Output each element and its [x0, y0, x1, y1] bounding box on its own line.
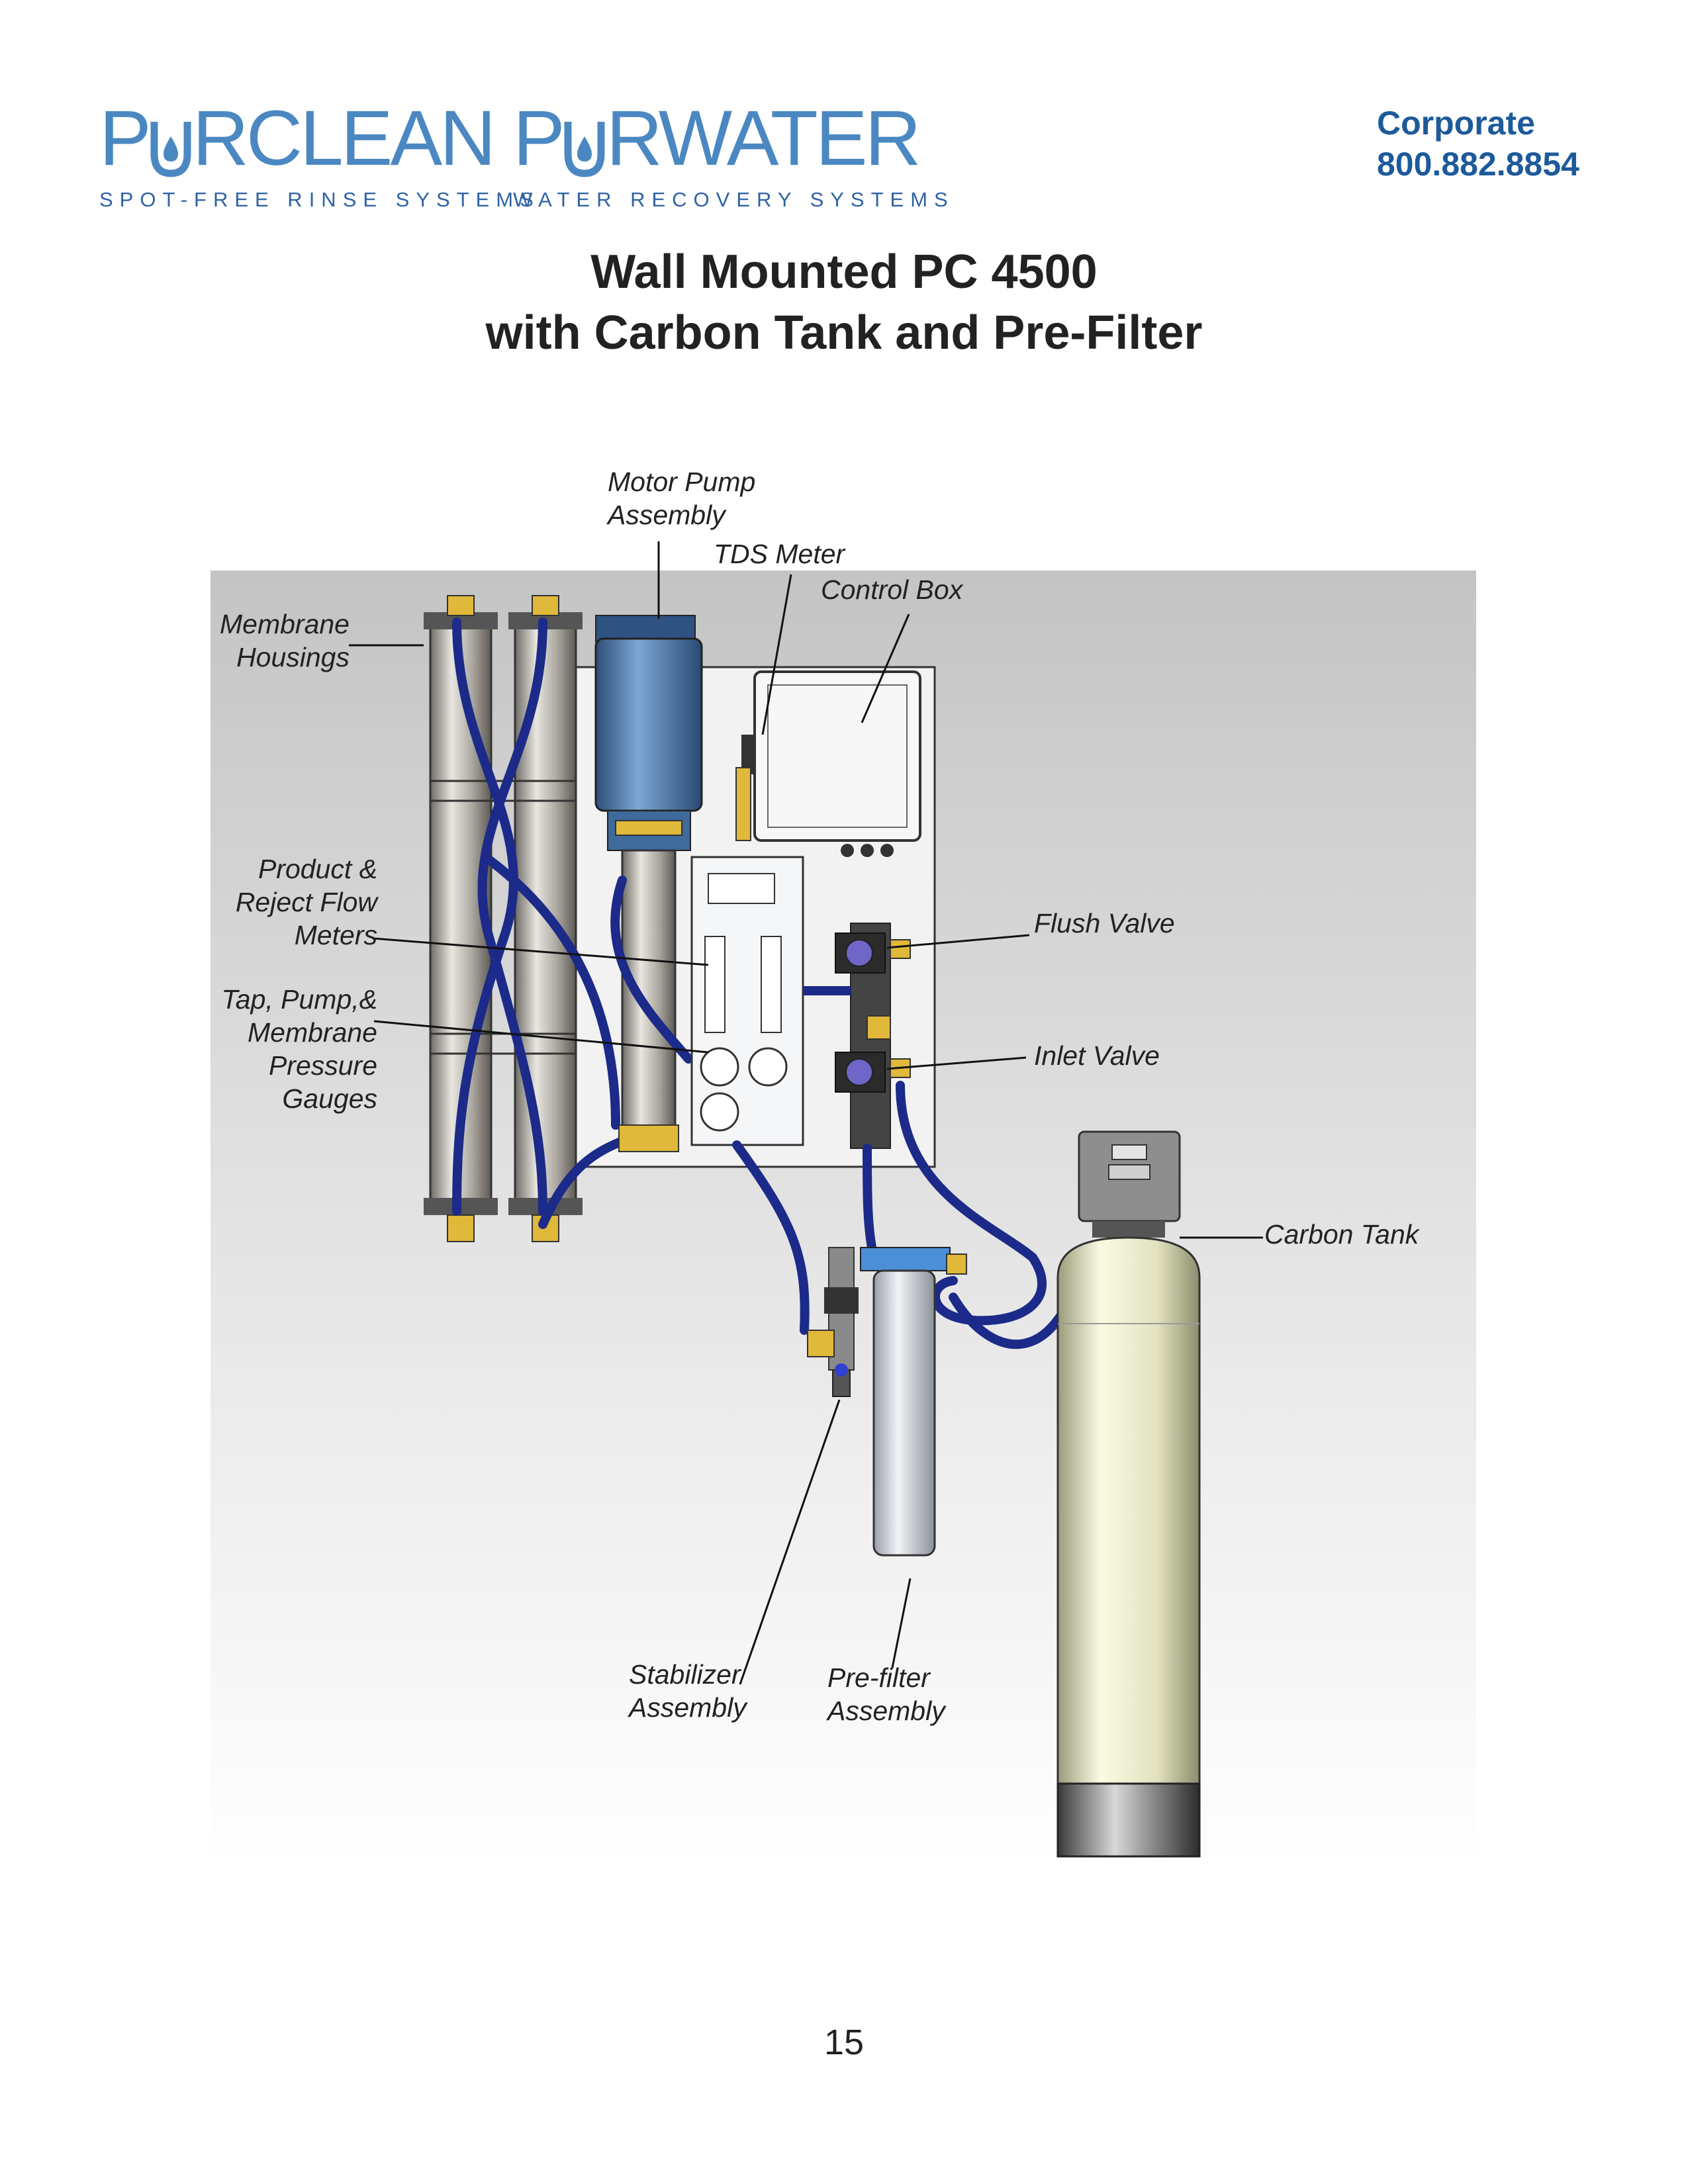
- label-pressure-gauges: Tap, Pump,& Membrane Pressure Gauges: [199, 983, 377, 1115]
- label-line: Assembly: [629, 1692, 747, 1723]
- label-membrane-housings: Membrane Housings: [212, 608, 350, 674]
- purwater-wordmark: P RWATER: [513, 99, 955, 177]
- pre-filter-assembly: [860, 1247, 967, 1557]
- title-line-2: with Carbon Tank and Pre-Filter: [485, 306, 1203, 359]
- label-line: Reject Flow: [235, 887, 377, 917]
- logo-letters: RCLEAN: [192, 95, 496, 182]
- water-drop-icon: [564, 122, 605, 177]
- label-line: Pre-filter: [827, 1662, 930, 1693]
- motor-pump-assembly: [594, 615, 703, 1152]
- valve-manifold: [835, 923, 911, 1149]
- corporate-phone: 800.882.8854: [1377, 146, 1579, 183]
- leader-lines: [349, 541, 1263, 1685]
- label-control-box: Control Box: [821, 574, 963, 605]
- label-line: Meters: [294, 920, 377, 950]
- label-flush-valve: Flush Valve: [1034, 908, 1175, 938]
- label-flow-meters: Product & Reject Flow Meters: [199, 852, 377, 952]
- label-line: Product &: [258, 854, 377, 884]
- label-inlet-valve: Inlet Valve: [1034, 1040, 1160, 1071]
- purwater-tagline: WATER RECOVERY SYSTEMS: [513, 188, 955, 211]
- purclean-tagline: SPOT-FREE RINSE SYSTEMS: [99, 188, 540, 211]
- label-carbon-tank: Carbon Tank: [1264, 1219, 1419, 1250]
- logo-letters: RWATER: [606, 95, 921, 182]
- gauge-panel: [690, 856, 804, 1146]
- title-line-1: Wall Mounted PC 4500: [590, 246, 1098, 298]
- purclean-logo: P RCLEAN SPOT-FREE RINSE SYSTEMS: [99, 99, 540, 212]
- purclean-wordmark: P RCLEAN: [99, 99, 540, 177]
- label-motor-pump-assembly: Motor Pump Assembly: [608, 465, 755, 531]
- carbon-tank: [1056, 1130, 1201, 1858]
- logo-letter: P: [513, 95, 565, 182]
- control-box: [741, 670, 921, 857]
- water-drop-icon: [150, 122, 191, 177]
- membrane-hoses: [452, 617, 633, 1229]
- tds-meter: [735, 767, 751, 841]
- label-line: Pressure: [268, 1050, 377, 1081]
- label-line: Housings: [236, 642, 350, 672]
- label-line: Assembly: [827, 1696, 945, 1726]
- pump-hose: [610, 876, 693, 1064]
- label-line: Assembly: [608, 500, 726, 530]
- label-line: Membrane: [248, 1017, 377, 1048]
- stabilizer-assembly: [807, 1247, 859, 1397]
- label-tds-meter: TDS Meter: [714, 539, 845, 569]
- purwater-logo: P RWATER WATER RECOVERY SYSTEMS: [513, 99, 955, 212]
- label-line: Tap, Pump,&: [221, 984, 377, 1015]
- label-line: Membrane: [220, 609, 350, 639]
- corporate-label: Corporate: [1377, 105, 1535, 142]
- logo-letter: P: [99, 95, 152, 182]
- page-title: Wall Mounted PC 4500 with Carbon Tank an…: [0, 242, 1688, 363]
- corporate-contact: Corporate 800.882.8854: [1377, 103, 1579, 185]
- label-line: Motor Pump: [608, 467, 756, 497]
- label-line: Stabilizer: [629, 1659, 741, 1690]
- label-stabilizer-assembly: Stabilizer Assembly: [629, 1658, 747, 1724]
- label-line: Gauges: [282, 1083, 377, 1114]
- page-number: 15: [823, 2023, 865, 2062]
- label-prefilter-assembly: Pre-filter Assembly: [827, 1661, 945, 1727]
